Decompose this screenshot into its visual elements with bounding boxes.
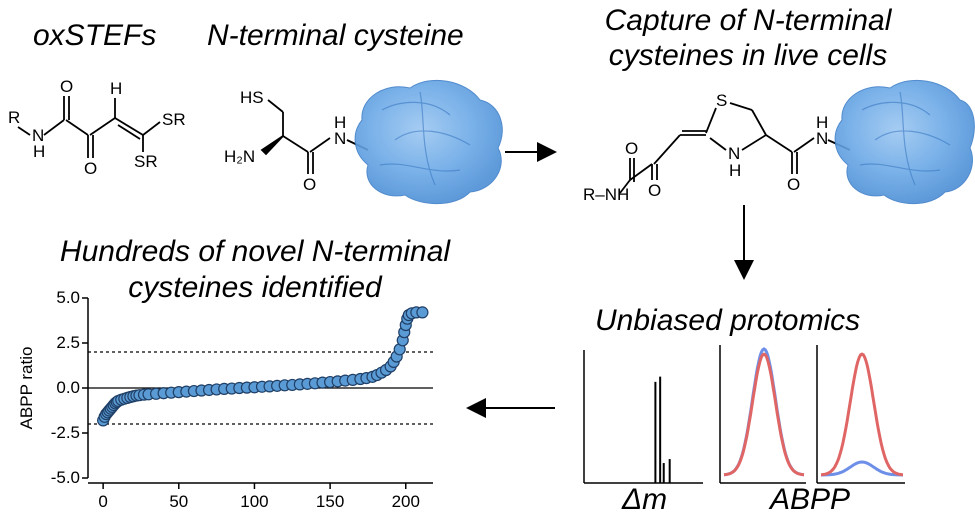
label-SR-2: SR <box>134 152 158 171</box>
hundreds-title-line2: cysteines identified <box>128 271 382 304</box>
x-tick-label: 150 <box>315 492 345 511</box>
label-H2N: H₂N <box>224 147 256 166</box>
label-O-4: O <box>625 139 639 158</box>
y-tick-label: -2.5 <box>50 423 80 442</box>
label-H-4: H <box>816 113 829 132</box>
label-N-1: N <box>32 126 45 145</box>
y-tick-label: 2.5 <box>56 333 80 352</box>
label-H-ring: H <box>729 161 742 180</box>
label-N-3: N <box>816 129 829 148</box>
abpp-blue-trace <box>821 460 903 477</box>
protein-blob-1 <box>354 79 503 205</box>
product-structure <box>619 102 851 194</box>
x-tick-label: 100 <box>240 492 269 511</box>
spectrum-panel <box>583 350 703 484</box>
abpp-blue-trace <box>723 347 805 477</box>
label-O-3: O <box>303 175 317 194</box>
abpp-red-trace <box>820 352 904 477</box>
y-tick-label: 0.0 <box>56 378 80 397</box>
capture-title-line2: cysteines in live cells <box>608 39 888 72</box>
oxstefs-title: oxSTEFs <box>33 19 157 52</box>
capture-title-line1: Capture of N-terminal <box>604 4 892 37</box>
label-N-2: N <box>334 129 347 148</box>
label-O-1: O <box>60 77 74 96</box>
delta-m-label: Δm <box>622 483 668 516</box>
abpp-label: ABPP <box>770 483 851 516</box>
label-S-ring: S <box>716 91 728 110</box>
label-R-1: R <box>8 108 21 127</box>
protein-blob-2 <box>834 79 975 205</box>
cysteine-structure <box>260 99 369 174</box>
abpp-red-trace <box>723 352 805 477</box>
label-H-2: H <box>110 79 123 98</box>
abpp-panel-2 <box>816 345 905 484</box>
nterminal-cysteine-title: N-terminal cysteine <box>207 19 464 52</box>
x-tick-label: 50 <box>169 492 189 511</box>
label-O-6: O <box>787 175 801 194</box>
y-tick-label: 5.0 <box>56 288 80 307</box>
label-H-3: H <box>334 113 347 132</box>
hundreds-title-line1: Hundreds of novel N-terminal <box>59 235 451 268</box>
x-tick-label: 200 <box>391 492 420 511</box>
abpp-panel-1 <box>719 345 806 484</box>
scatter-chart <box>82 297 433 489</box>
label-O-5: O <box>648 181 662 200</box>
label-RNH: R–NH <box>583 185 630 204</box>
x-tick-label: 0 <box>98 492 108 511</box>
label-H-1: H <box>33 142 46 161</box>
y-tick-label: -5.0 <box>50 468 80 487</box>
label-HS: HS <box>240 88 264 107</box>
label-O-2: O <box>84 159 98 178</box>
label-N-ring: N <box>728 144 741 163</box>
oxstef-structure <box>17 96 161 158</box>
label-SR-1: SR <box>162 110 186 129</box>
proteomics-title: Unbiased protomics <box>595 304 861 337</box>
data-point <box>416 306 429 319</box>
